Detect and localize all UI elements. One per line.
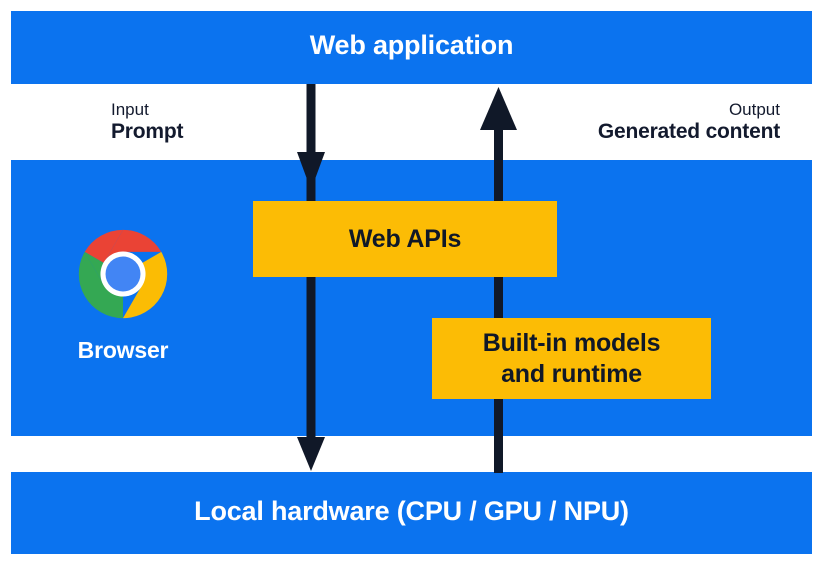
flow-input-kind: Input [111,100,149,119]
band-local-hardware: Local hardware (CPU / GPU / NPU) [11,472,812,554]
band-web-application-label: Web application [309,30,514,60]
browser-caption: Browser [77,337,169,363]
box-built-in-models-line2: and runtime [501,359,642,388]
browser-block: Browser [48,228,198,364]
box-built-in-models[interactable]: Built-in models and runtime [432,318,711,399]
flow-output-kind: Output [728,100,780,119]
flow-output-value: Generated content [597,120,780,144]
flow-label-input: Input Prompt [111,100,184,145]
box-web-apis[interactable]: Web APIs [253,201,557,277]
flow-input-value: Prompt [111,120,184,144]
chrome-logo-icon [78,229,168,319]
box-built-in-models-line1: Built-in models [482,329,661,357]
band-local-hardware-label: Local hardware (CPU / GPU / NPU) [194,496,629,526]
box-built-in-models-label: Built-in models and runtime [483,328,661,389]
flow-label-output: Output Generated content [598,100,780,145]
band-web-application: Web application [11,11,812,84]
box-web-apis-label: Web APIs [348,224,462,253]
